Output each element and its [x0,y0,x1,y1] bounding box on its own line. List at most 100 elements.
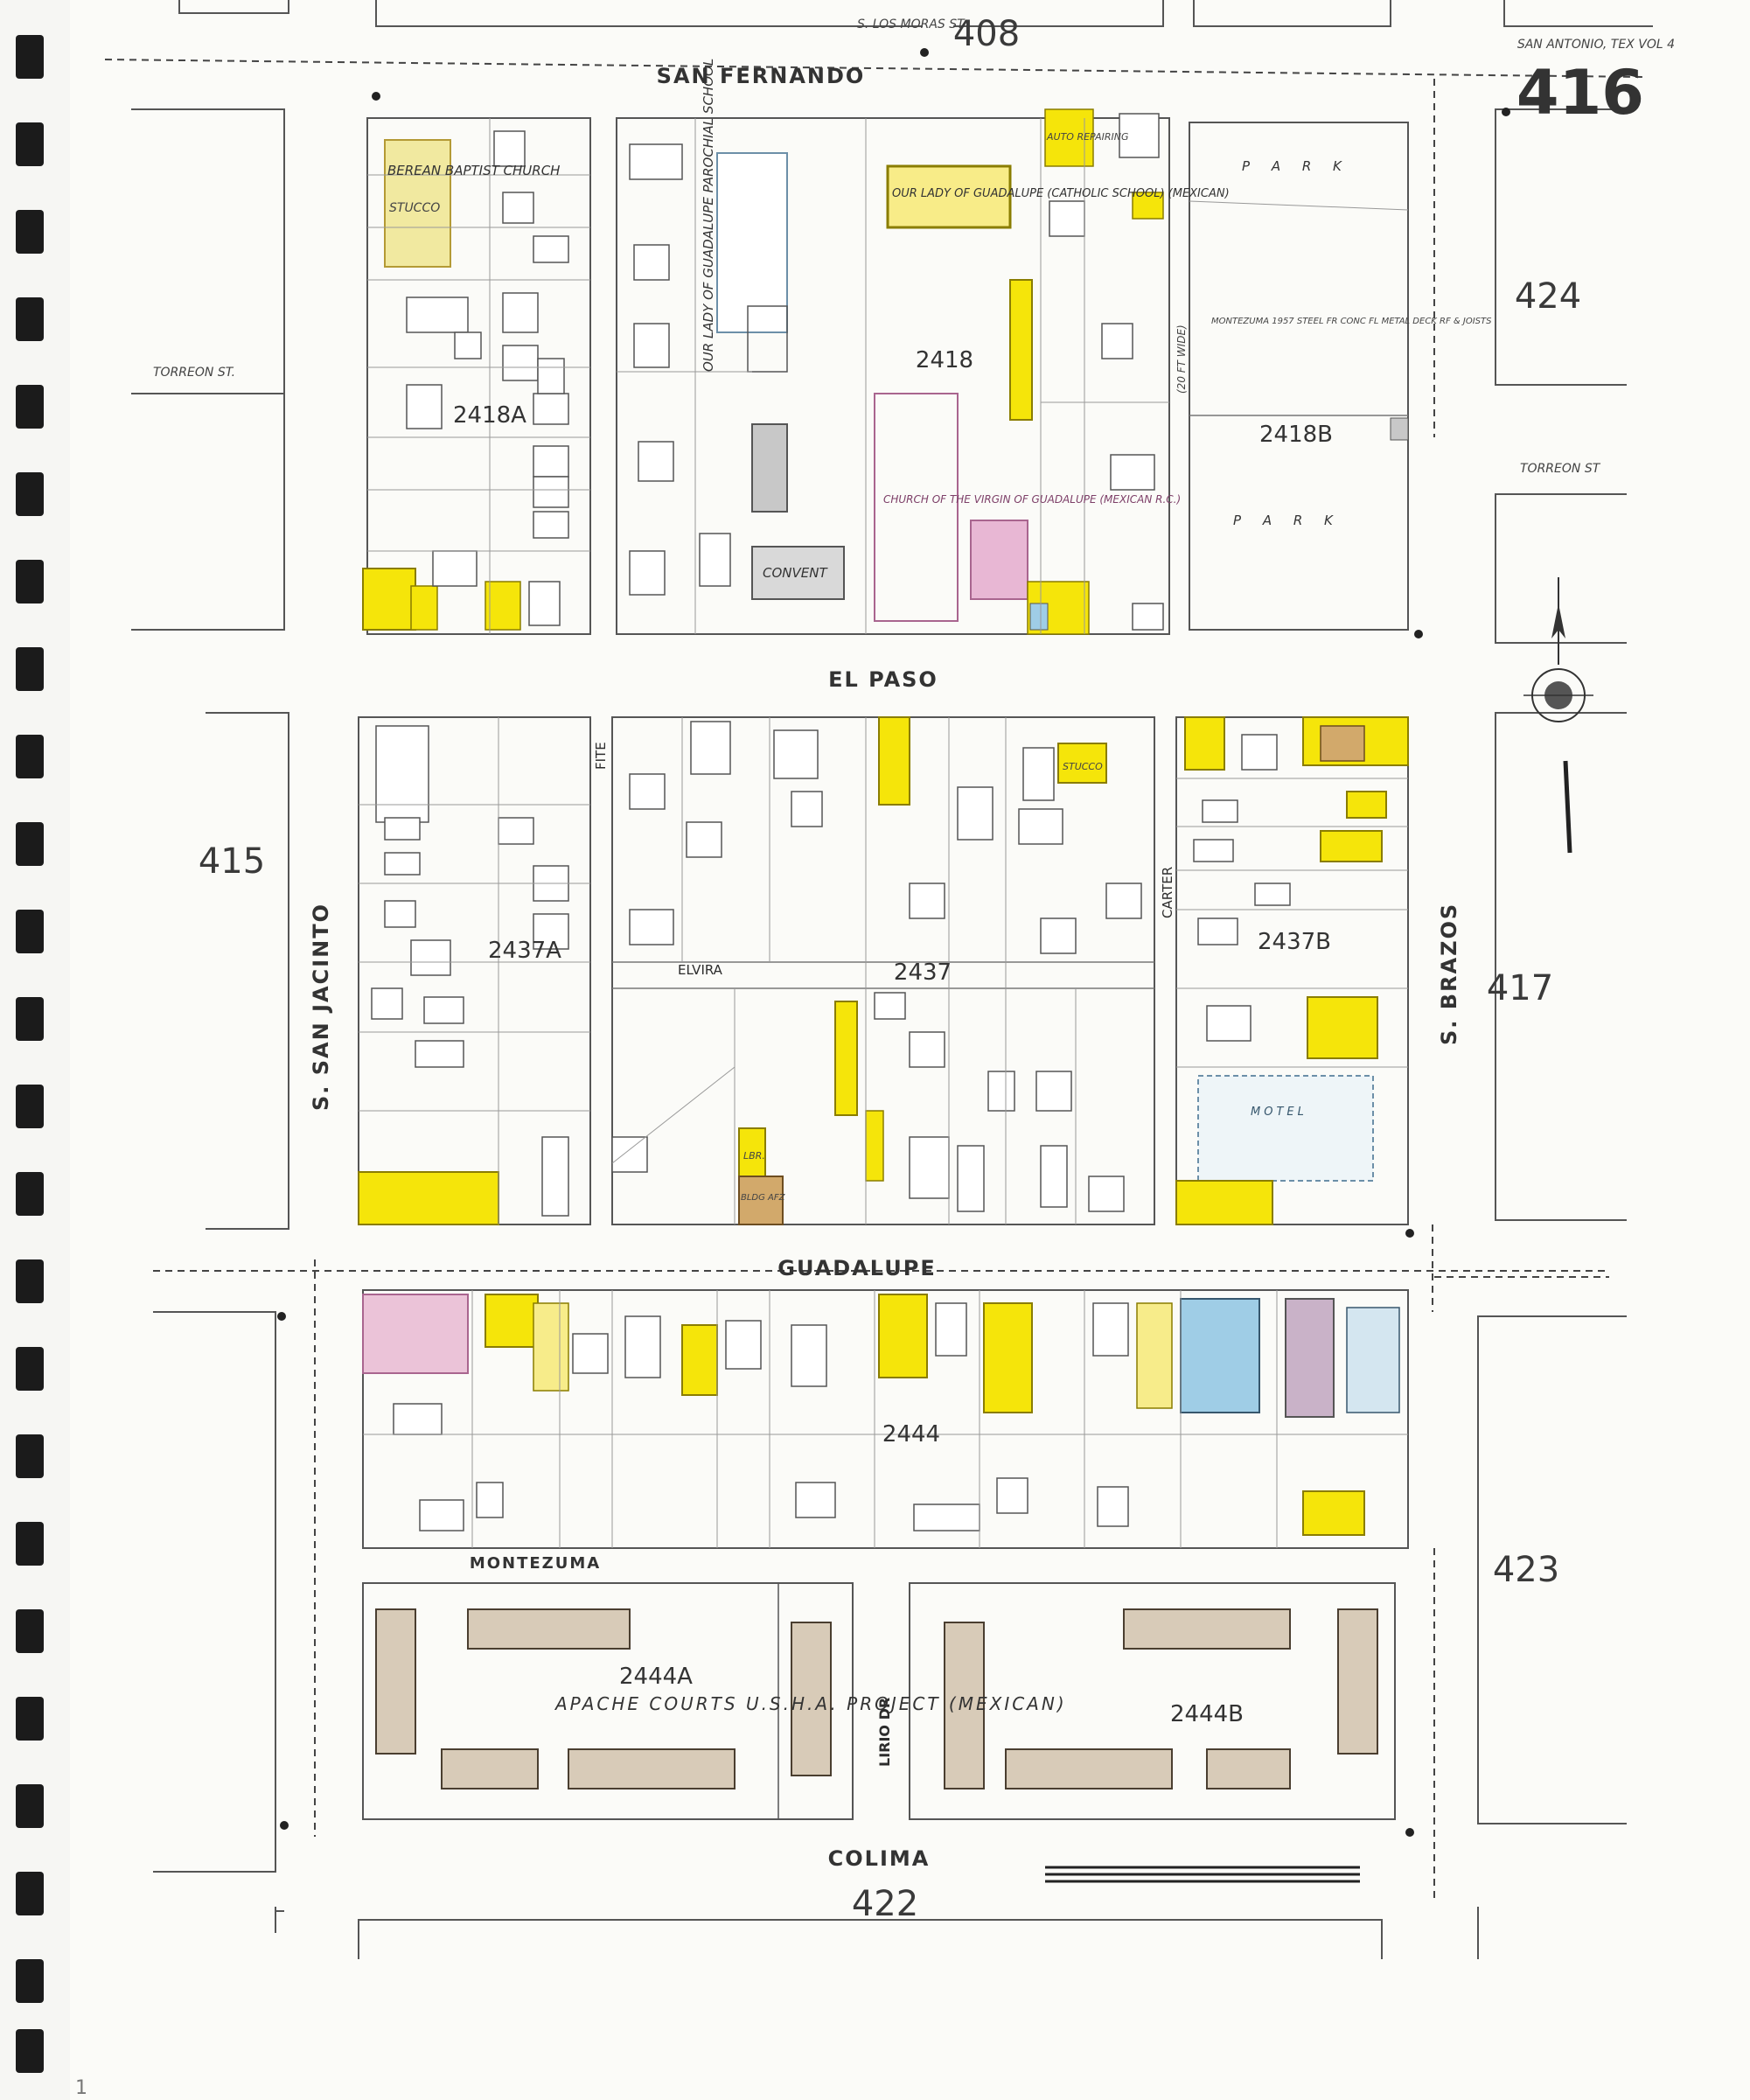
binding-hole [16,210,44,254]
building [629,909,674,945]
building [533,913,569,950]
street-el-paso: EL PASO [828,667,938,692]
building [996,1477,1028,1514]
street-fite: FITE [593,742,609,770]
berean-church-footprint [384,139,451,268]
motel-footprint [1197,1075,1374,1182]
courts-building [944,1622,985,1790]
binding-hole [16,1434,44,1478]
building [725,1320,762,1370]
courts-building [441,1748,539,1790]
building [393,1403,443,1435]
convent-label: CONVENT [763,565,828,581]
building [629,550,666,596]
building [611,1136,648,1173]
adjacent-sheet-bottom: 422 [852,1884,918,1924]
street-brazos: S. BRAZOS [1437,903,1461,1045]
building [1206,1005,1251,1042]
convent-footprint [751,546,845,600]
block-2437a [358,716,591,1225]
block-label-2437a: 2437A [488,938,561,964]
brick-building [533,1302,569,1392]
building [533,511,569,539]
block-2444 [362,1289,1409,1549]
brick-building-row [1175,1180,1273,1225]
parochial-school-footprint [716,152,788,333]
brick-building [1302,1490,1365,1536]
block-outline [362,1289,1409,1549]
building [528,581,561,626]
church-pink-building [970,520,1028,600]
building [795,1482,836,1518]
auto-repair-label: AUTO REPAIRING [1046,131,1129,143]
building [498,817,534,845]
building [913,1503,980,1531]
catholic-school-label: OUR LADY OF GUADALUPE (CATHOLIC SCHOOL) … [892,187,1230,200]
parochial-school-label: OUR LADY OF GUADALUPE PAROCHIAL SCHOOL [701,59,716,372]
park-label-bottom: P A R K [1233,513,1342,528]
block-label-2437b: 2437B [1258,929,1331,955]
binding-hole [16,560,44,603]
binding-hole [16,297,44,341]
building [533,393,569,425]
street-montezuma: MONTEZUMA [470,1554,601,1573]
building [384,852,421,876]
top-ref-408: 408 [953,14,1020,54]
courts-building [1005,1748,1173,1790]
binding-hole [16,1172,44,1216]
brick-building [1132,192,1164,220]
building [1018,808,1063,845]
binding-hole [16,122,44,166]
street-colima: COLIMA [828,1846,931,1871]
brick-building [878,716,910,806]
brick-building [1307,996,1378,1059]
building [572,1333,609,1374]
binding-hole [16,1609,44,1653]
hydrant-markers [277,48,1510,1837]
building [1040,1145,1068,1208]
courts-building [568,1748,736,1790]
brick-building [878,1294,928,1378]
brick-building [865,1110,884,1182]
building [1092,1302,1129,1357]
block-2418 [616,108,1170,635]
building [1110,454,1155,491]
adjacent-sheet-right-bottom: 423 [1493,1550,1559,1590]
brick-building [410,585,438,631]
block-2418b-park [1189,122,1409,631]
building [1197,917,1238,945]
pink-building [362,1294,469,1374]
block-label-2444b: 2444B [1170,1701,1244,1727]
binding-hole [16,910,44,953]
binding-hole [16,1784,44,1828]
binding-hole [16,822,44,866]
building [624,1315,661,1378]
building [957,786,994,841]
building [410,939,451,976]
building [935,1302,967,1357]
street-san-fernando: SAN FERNANDO [657,64,866,88]
block-outline [1175,716,1409,1225]
adjacent-sheet-right-top: 424 [1515,276,1581,317]
brick-building [1009,279,1033,421]
brick-building-label: BLDG AFZ [741,1193,786,1203]
building [773,729,819,779]
street-torreon-left: TORREON ST. [153,366,235,380]
binding-hole [16,1697,44,1741]
building [791,1324,827,1387]
brick-building [362,568,416,631]
street-torreon-right: TORREON ST [1520,462,1601,476]
building [537,358,565,394]
page-edge-mark: 1 [75,2077,87,2099]
surrounding-block-outlines [131,0,1653,1959]
building [432,550,478,587]
block-outline [366,117,591,635]
street-guadalupe: GUADALUPE [777,1256,936,1280]
binding-hole [16,1872,44,1915]
street-lirio: LIRIO DR [876,1698,893,1767]
building [502,292,539,333]
building [384,817,421,841]
building [476,1482,504,1518]
building [454,331,482,359]
